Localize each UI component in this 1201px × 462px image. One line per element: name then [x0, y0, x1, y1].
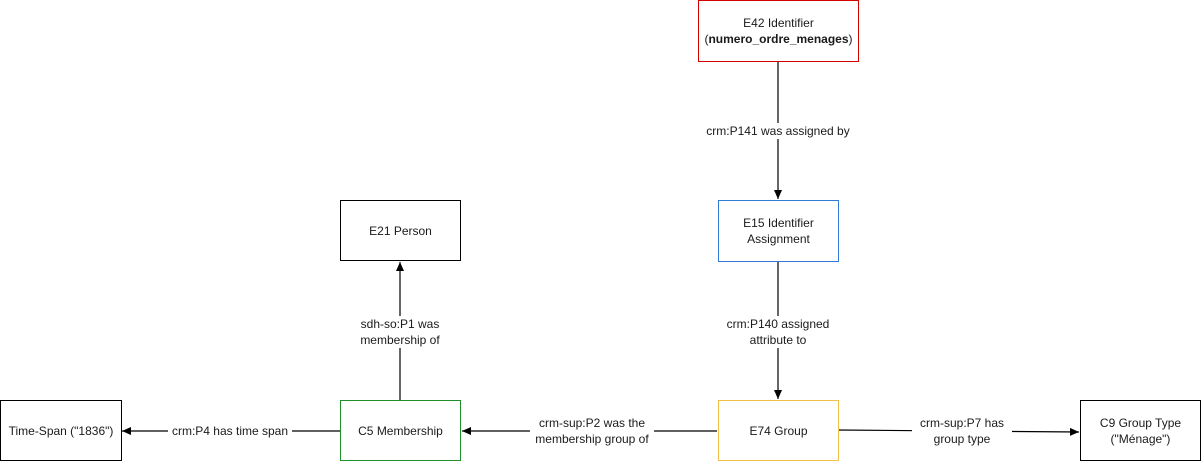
node-e15-identifier-assignment[interactable]: E15 Identifier Assignment [718, 200, 839, 262]
node-c9-line1: C9 Group Type [1099, 415, 1182, 430]
edge-label-p141: crm:P141 was assigned by [700, 123, 856, 139]
node-e21-person[interactable]: E21 Person [340, 200, 461, 261]
edge-label-p1: sdh-so:P1 was membership of [348, 316, 452, 348]
node-e74-label: E74 Group [749, 423, 808, 438]
node-c9-group-type[interactable]: C9 Group Type ("Ménage") [1080, 400, 1201, 461]
edge-label-p4: crm:P4 has time span [168, 423, 292, 439]
node-e74-group[interactable]: E74 Group [718, 400, 839, 461]
node-c5-label: C5 Membership [358, 423, 443, 438]
node-e15-line2: Assignment [747, 232, 810, 246]
node-e42-line1: E42 Identifier [743, 16, 814, 30]
node-c9-line2: ("Ménage") [1110, 431, 1171, 446]
node-e42-identifier-value: numero_ordre_menages [708, 32, 849, 46]
node-e21-label: E21 Person [369, 223, 432, 238]
edge-label-p2: crm-sup:P2 was the membership group of [530, 415, 654, 447]
node-c5-membership[interactable]: C5 Membership [340, 400, 461, 461]
node-e42-line2: (numero_ordre_menages) [704, 32, 853, 46]
node-e15-line1: E15 Identifier [743, 216, 814, 230]
node-e42-identifier[interactable]: E42 Identifier (numero_ordre_menages) [698, 0, 859, 62]
edge-label-p140: crm:P140 assigned attribute to [718, 316, 838, 348]
node-time-span[interactable]: Time-Span ("1836") [0, 400, 122, 461]
node-timespan-label: Time-Span ("1836") [8, 423, 114, 438]
edge-label-p7: crm-sup:P7 has group type [912, 415, 1012, 447]
